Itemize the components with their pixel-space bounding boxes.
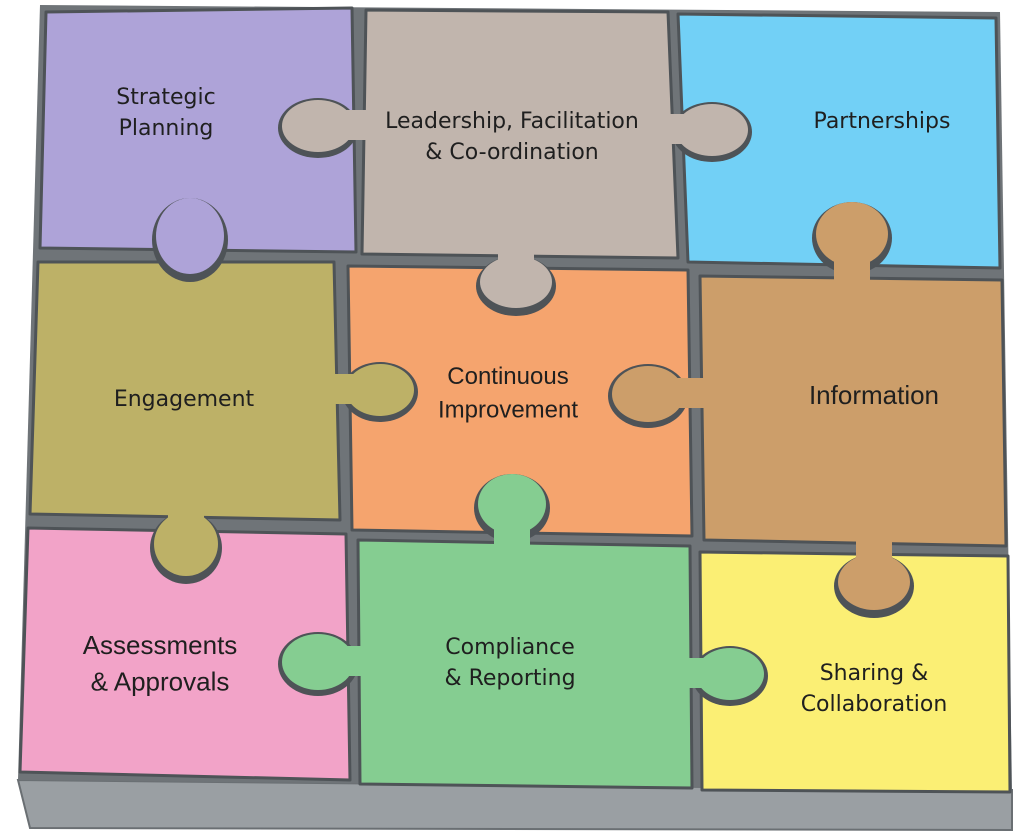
- label-line: Information: [809, 380, 939, 410]
- knob-information-left: [608, 364, 712, 428]
- label-line: Continuous: [447, 363, 568, 390]
- knob-leadership-down: [476, 244, 556, 316]
- knob-compliance-left: [278, 632, 374, 696]
- piece-assessments: [18, 526, 352, 782]
- piece-partnerships: [676, 12, 1002, 270]
- label-line: Partnerships: [814, 109, 951, 134]
- label-line: Planning: [119, 116, 214, 141]
- piece-compliance: [356, 538, 694, 790]
- label-line: Assessments: [83, 630, 238, 660]
- label-line: Improvement: [438, 397, 578, 424]
- piece-strategic-planning: [38, 6, 358, 254]
- label-leadership: Leadership, Facilitation & Co-ordination: [385, 109, 639, 165]
- knob-leadership-right: [656, 102, 752, 162]
- label-line: Engagement: [114, 387, 255, 412]
- piece-information: [698, 274, 1008, 548]
- label-assessments: Assessments & Approvals: [83, 630, 238, 696]
- knob-compliance-up: [474, 474, 550, 550]
- piece-layer: [18, 6, 1012, 794]
- knob-engagement-right: [322, 362, 418, 422]
- piece-sharing: [698, 550, 1012, 794]
- piece-leadership: [360, 8, 680, 260]
- knob-strategic-down: [152, 198, 228, 282]
- knob-information-up: [812, 202, 892, 282]
- label-line: Leadership, Facilitation: [385, 109, 639, 134]
- label-information: Information: [809, 380, 939, 410]
- label-compliance: Compliance & Reporting: [444, 635, 575, 691]
- knob-engagement-down: [150, 504, 222, 584]
- knob-information-down: [834, 532, 914, 618]
- label-line: & Approvals: [91, 666, 230, 696]
- knob-compliance-right: [676, 646, 768, 706]
- label-sharing: Sharing & Collaboration: [801, 661, 948, 717]
- label-line: Sharing &: [820, 661, 929, 686]
- label-line: Strategic: [116, 85, 215, 110]
- label-line: & Co-ordination: [425, 140, 599, 165]
- piece-continuous-improvement: [346, 264, 694, 538]
- label-line: Compliance: [445, 635, 575, 660]
- knob-layer: [150, 98, 914, 706]
- label-engagement: Engagement: [114, 387, 255, 412]
- label-line: Collaboration: [801, 692, 948, 717]
- label-line: & Reporting: [444, 666, 575, 691]
- label-partnerships: Partnerships: [814, 109, 951, 134]
- piece-engagement: [28, 260, 342, 522]
- knob-leadership-left: [278, 98, 374, 158]
